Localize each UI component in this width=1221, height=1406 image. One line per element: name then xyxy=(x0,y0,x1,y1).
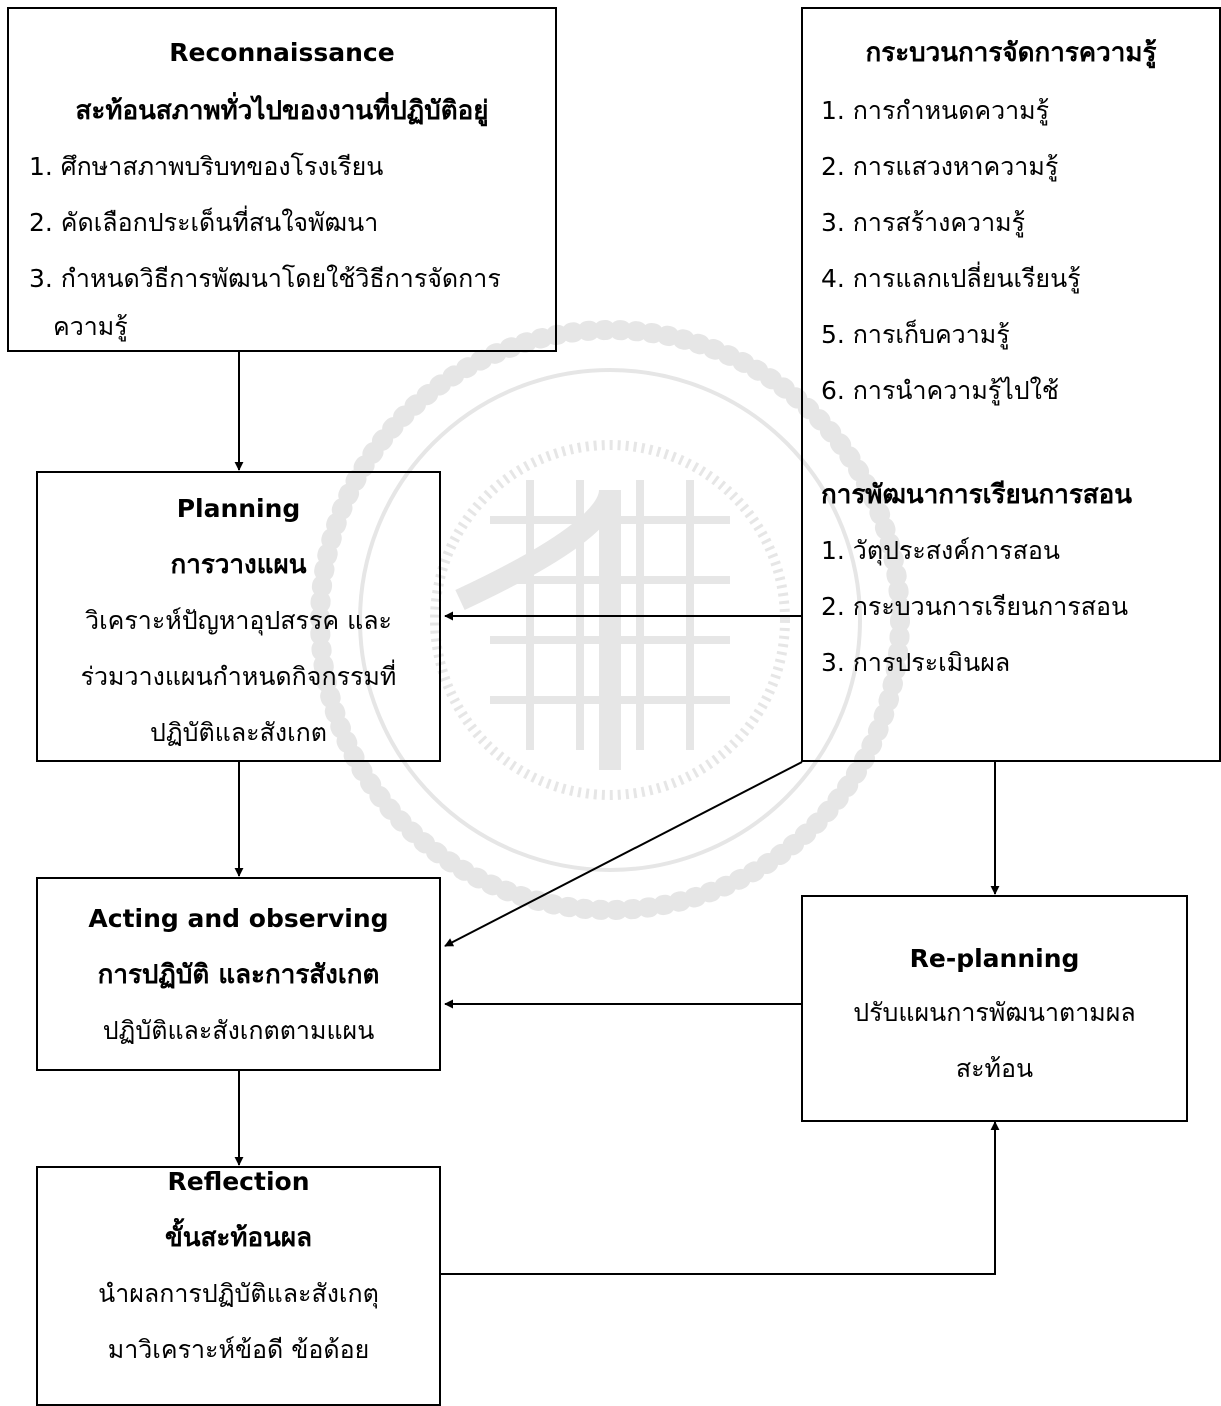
reconnaissance-title-th: สะท้อนสภาพทั่วไปของงานที่ปฏิบัติอยู่ xyxy=(75,96,489,126)
teaching-dev-title: การพัฒนาการเรียนการสอน xyxy=(821,480,1133,510)
reconnaissance-box: Reconnaissance สะท้อนสภาพทั่วไปของงานที่… xyxy=(7,7,557,352)
planning-box: Planning การวางแผน วิเคราะห์ปัญหาอุปสรรค… xyxy=(36,471,441,762)
reflection-title-th: ขั้นสะท้อนผล xyxy=(164,1223,313,1253)
acting-title-th: การปฏิบัติ และการสังเกต xyxy=(97,960,380,990)
acting-box: Acting and observing การปฏิบัติ และการสั… xyxy=(36,877,441,1071)
acting-title-en: Acting and observing xyxy=(88,904,389,933)
teaching-dev-item: 1. วัตุประสงค์การสอน xyxy=(821,536,1060,565)
km-process-item: 1. การกำหนดความรู้ xyxy=(821,96,1050,125)
reflection-box: Reflection ขั้นสะท้อนผล นำผลการปฏิบัติแล… xyxy=(36,1166,441,1406)
reconnaissance-item: ความรู้ xyxy=(53,312,128,341)
reconnaissance-title-en: Reconnaissance xyxy=(169,38,395,67)
replanning-desc-line: ปรับแผนการพัฒนาตามผล xyxy=(853,998,1136,1027)
arrow-reflection-to-replanning xyxy=(441,1121,1000,1275)
km-process-item: 3. การสร้างความรู้ xyxy=(821,208,1026,237)
replanning-title-en: Re-planning xyxy=(909,944,1080,973)
km-process-title: กระบวนการจัดการความรู้ xyxy=(865,38,1157,68)
km-process-box: กระบวนการจัดการความรู้ 1. การกำหนดความรู… xyxy=(801,7,1221,762)
planning-title-en: Planning xyxy=(176,494,301,523)
planning-desc-line: วิเคราะห์ปัญหาอุปสรรค และ xyxy=(85,606,392,635)
planning-title-th: การวางแผน xyxy=(170,550,307,580)
arrow-km-to-acting xyxy=(444,761,803,947)
km-process-item: 5. การเก็บความรู้ xyxy=(821,320,1010,349)
reflection-desc-line: มาวิเคราะห์ข้อดี ข้อด้อย xyxy=(107,1335,370,1364)
reflection-desc-line: นำผลการปฏิบัติและสังเกตุ xyxy=(98,1279,379,1308)
planning-desc-line: ร่วมวางแผนกำหนดกิจกรรมที่ xyxy=(80,662,397,691)
reconnaissance-item: 2. คัดเลือกประเด็นที่สนใจพัฒนา xyxy=(29,208,379,237)
teaching-dev-item: 3. การประเมินผล xyxy=(821,648,1011,677)
replanning-desc-line: สะท้อน xyxy=(955,1054,1034,1083)
reconnaissance-item: 1. ศึกษาสภาพบริบทของโรงเรียน xyxy=(29,152,384,181)
replanning-box: Re-planning ปรับแผนการพัฒนาตามผล สะท้อน xyxy=(801,895,1188,1122)
km-process-item: 6. การนำความรู้ไปใช้ xyxy=(821,376,1059,405)
teaching-dev-item: 2. กระบวนการเรียนการสอน xyxy=(821,592,1129,621)
km-process-item: 2. การแสวงหาความรู้ xyxy=(821,152,1059,181)
reflection-title-en: Reflection xyxy=(167,1167,310,1196)
acting-desc-line: ปฏิบัติและสังเกตตามแผน xyxy=(102,1016,375,1045)
km-process-item: 4. การแลกเปลี่ยนเรียนรู้ xyxy=(821,264,1081,293)
reconnaissance-item: 3. กำหนดวิธีการพัฒนาโดยใช้วิธีการจัดการ xyxy=(29,264,501,293)
planning-desc-line: ปฏิบัติและสังเกต xyxy=(149,718,327,747)
